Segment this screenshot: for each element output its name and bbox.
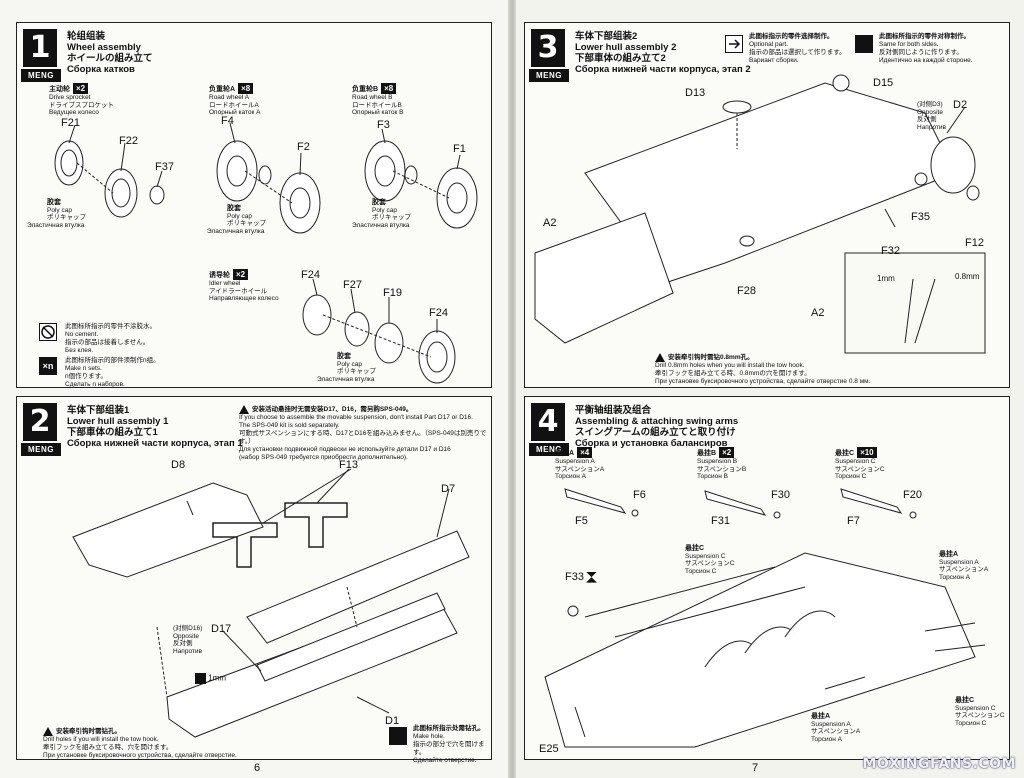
part-label: D7 bbox=[441, 483, 456, 495]
part-label: F20 bbox=[903, 489, 922, 501]
part-label: D1 bbox=[385, 715, 400, 727]
part-label: F1 bbox=[453, 143, 466, 155]
watermark: MOXINGFANS.COM bbox=[862, 756, 1016, 772]
same-both-sides-icon bbox=[855, 35, 873, 53]
wheel-drawings bbox=[54, 122, 478, 384]
part-label: D15 bbox=[873, 77, 894, 89]
part-label: F13 bbox=[339, 459, 358, 471]
optional-part-legend: 此图标指示的零件选择制作。Optional part.指示の部品は選択して作りま… bbox=[749, 33, 846, 64]
part-label: F22 bbox=[119, 135, 138, 147]
part-label: A2 bbox=[811, 307, 825, 319]
drill-size-1: 1mm bbox=[877, 274, 895, 283]
drill-size: 1mm bbox=[195, 673, 226, 684]
part-label: F12 bbox=[965, 237, 984, 249]
part-label: D13 bbox=[685, 87, 706, 99]
part-label: F2 bbox=[297, 141, 310, 153]
tow-hook-note: 安装牵引钩时需钻0.8mm孔。Drill 0.8mm holes when yo… bbox=[655, 353, 871, 386]
part-label: F30 bbox=[771, 489, 790, 501]
part-label: F7 bbox=[847, 515, 860, 527]
make-hole-legend: 此图标所指示处需钻孔。Make hole.指示の部分で穴を開けます。Сделай… bbox=[413, 725, 485, 764]
part-label: F24 bbox=[429, 307, 448, 319]
part-label: F32 bbox=[881, 245, 900, 257]
part-label: D8 bbox=[171, 459, 186, 471]
warning-icon bbox=[43, 727, 53, 736]
part-label: D17 bbox=[211, 623, 232, 635]
part-label: F3 bbox=[377, 119, 390, 131]
brand-logo: MENG bbox=[529, 443, 569, 456]
warning-icon bbox=[655, 353, 665, 362]
warning-icon bbox=[239, 405, 249, 414]
part-label: D2 bbox=[953, 99, 968, 111]
part-label: F37 bbox=[155, 161, 174, 173]
part-label: A2 bbox=[543, 217, 557, 229]
part-label: F19 bbox=[383, 287, 402, 299]
hull-assembly-1-drawing bbox=[72, 468, 470, 738]
no-cement-legend: 此图标所指示的零件不涂胶水。No cement.指示の部品は接着しません。Без… bbox=[65, 323, 156, 354]
optional-part-icon bbox=[725, 35, 743, 53]
same-both-sides-legend: 此图标所指示的零件对称制作。Same for both sides.反対側同じよ… bbox=[879, 33, 973, 64]
part-label: F28 bbox=[737, 285, 756, 297]
drill-icon bbox=[195, 673, 206, 684]
make-hole-icon bbox=[389, 727, 407, 745]
page-gutter bbox=[508, 0, 516, 778]
drill-size-2: 0.8mm bbox=[955, 272, 980, 281]
step-number: 4 bbox=[531, 403, 565, 441]
part-label: E25 bbox=[539, 743, 559, 755]
hull-assembly-2-drawing bbox=[534, 74, 986, 354]
part-label: F31 bbox=[711, 515, 730, 527]
brand-logo: MENG bbox=[21, 443, 61, 456]
step-number: 2 bbox=[23, 403, 57, 441]
make-n-sets-legend: 此图标所指示的部件须制作n组。Make n sets.n個作ります。Сделат… bbox=[65, 357, 160, 388]
tow-hook-note: 安装牵引钩时需钻孔。Drill holes if you will instal… bbox=[43, 727, 237, 760]
brand-logo: MENG bbox=[529, 69, 569, 82]
part-label: F21 bbox=[61, 117, 80, 129]
part-label: F6 bbox=[633, 489, 646, 501]
brand-logo: MENG bbox=[21, 69, 61, 82]
make-n-sets-icon: ×n bbox=[39, 357, 57, 375]
page-number: 6 bbox=[254, 762, 261, 774]
step-number: 3 bbox=[531, 29, 565, 67]
part-label: F4 bbox=[221, 115, 234, 127]
same-both-sides-icon bbox=[585, 571, 597, 583]
part-label: F24 bbox=[301, 269, 320, 281]
part-label: F5 bbox=[575, 515, 588, 527]
no-cement-icon bbox=[39, 323, 57, 341]
step-number: 1 bbox=[23, 29, 57, 67]
movable-suspension-warning: 安装活动悬挂时无需安装D17、D16，需另购SPS-049。 If you ch… bbox=[239, 405, 487, 462]
part-label: F35 bbox=[911, 211, 930, 223]
part-label: F27 bbox=[343, 279, 362, 291]
swing-arm-drawing bbox=[544, 488, 986, 748]
part-label: F33 bbox=[565, 571, 597, 583]
page-number: 7 bbox=[752, 762, 759, 774]
